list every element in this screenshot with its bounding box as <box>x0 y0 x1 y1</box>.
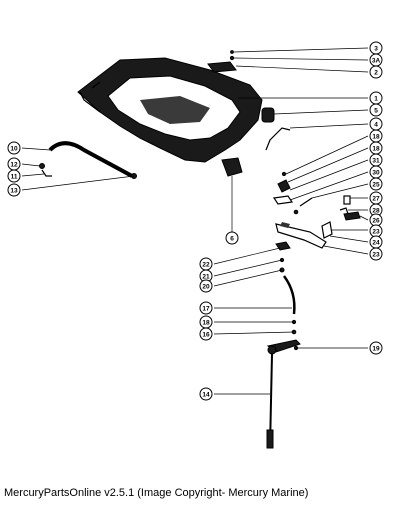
callout-25: 25 <box>369 177 383 191</box>
callout-23-a: 23 <box>369 224 383 238</box>
plate-part <box>207 50 237 73</box>
shift-lever-part <box>266 339 301 355</box>
callout-18-a: 18 <box>369 129 383 143</box>
callout-10: 10 <box>7 141 21 155</box>
svg-text:20: 20 <box>202 284 210 291</box>
callout-6: 6 <box>225 231 239 245</box>
callout-30: 30 <box>369 165 383 179</box>
callout-11: 11 <box>7 169 21 183</box>
grommet-part <box>261 107 275 123</box>
svg-text:26: 26 <box>372 218 380 225</box>
callout-27: 27 <box>369 191 383 205</box>
svg-text:30: 30 <box>372 170 380 177</box>
rod-part <box>265 127 291 151</box>
linkage-small-parts <box>272 171 313 215</box>
svg-text:17: 17 <box>202 306 210 313</box>
callout-18-b: 18 <box>369 141 383 155</box>
svg-text:6: 6 <box>230 236 234 243</box>
callout-3: 3 <box>369 41 383 55</box>
callout-1: 1 <box>369 91 383 105</box>
svg-text:11: 11 <box>11 174 18 181</box>
callout-12: 12 <box>7 157 21 171</box>
callout-19: 19 <box>369 341 383 355</box>
callout-26: 26 <box>369 213 383 227</box>
svg-text:19: 19 <box>372 346 380 353</box>
callout-20: 20 <box>199 279 213 293</box>
svg-text:24: 24 <box>372 240 380 247</box>
svg-text:14: 14 <box>202 392 210 399</box>
svg-text:3A: 3A <box>372 58 381 65</box>
hose-part <box>48 141 133 178</box>
svg-text:13: 13 <box>10 188 18 195</box>
bracket-small-parts <box>321 195 361 239</box>
svg-text:25: 25 <box>372 182 380 189</box>
callout-23-b: 23 <box>369 247 383 261</box>
image-caption: MercuryPartsOnline v2.5.1 (Image Copyrig… <box>4 487 309 499</box>
svg-text:22: 22 <box>202 262 210 269</box>
svg-text:10: 10 <box>10 146 18 153</box>
callout-3a: 3A <box>369 53 383 67</box>
svg-text:2: 2 <box>374 70 378 77</box>
lever-bracket-part <box>275 223 327 249</box>
svg-text:28: 28 <box>372 208 380 215</box>
svg-text:27: 27 <box>372 196 380 203</box>
callout-17: 17 <box>199 301 213 315</box>
svg-text:3: 3 <box>374 46 378 53</box>
svg-text:18: 18 <box>372 146 380 153</box>
callout-2: 2 <box>369 65 383 79</box>
svg-text:1: 1 <box>374 96 378 103</box>
callout-13: 13 <box>7 183 21 197</box>
svg-text:23: 23 <box>372 252 380 259</box>
callout-18-c: 18 <box>199 315 213 329</box>
svg-text:21: 21 <box>202 274 210 281</box>
callout-24: 24 <box>369 235 383 249</box>
callout-4: 4 <box>369 117 383 131</box>
exploded-parts-diagram: 3 3A 2 1 5 4 10 12 11 13 18 18 31 30 25 … <box>7 41 383 449</box>
shift-rod-part <box>282 275 296 315</box>
svg-text:16: 16 <box>202 332 210 339</box>
block-part <box>221 157 243 177</box>
callout-5: 5 <box>369 103 383 117</box>
leader-lines <box>21 47 369 395</box>
fastener-stack <box>275 241 291 273</box>
svg-text:18: 18 <box>372 134 380 141</box>
svg-text:18: 18 <box>202 320 210 327</box>
svg-text:12: 12 <box>10 162 18 169</box>
svg-text:31: 31 <box>372 158 380 165</box>
callout-22: 22 <box>199 257 213 271</box>
svg-text:5: 5 <box>374 108 378 115</box>
callout-14: 14 <box>199 387 213 401</box>
svg-text:23: 23 <box>372 229 380 236</box>
svg-text:4: 4 <box>374 122 378 129</box>
callout-16: 16 <box>199 327 213 341</box>
callout-31: 31 <box>369 153 383 167</box>
housing-part <box>77 57 263 163</box>
